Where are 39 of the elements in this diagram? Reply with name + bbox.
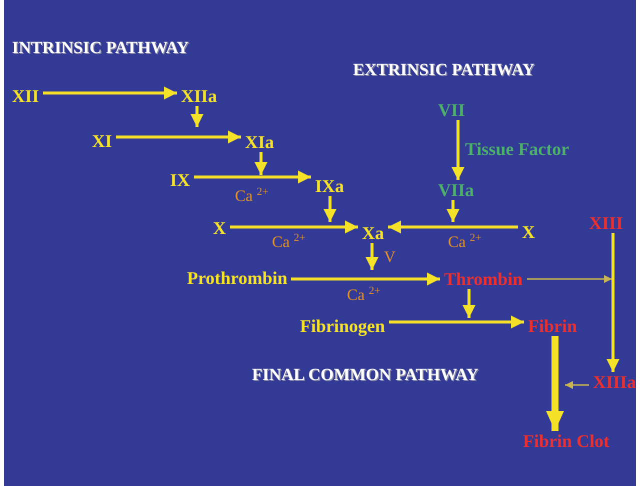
factor-label: XIII	[589, 214, 624, 232]
factor-label: Fibrinogen	[300, 317, 386, 335]
arrow	[606, 233, 620, 372]
factor-label: IX	[170, 171, 190, 189]
factor-label: XIa	[245, 133, 274, 151]
arrow	[324, 196, 336, 222]
arrow	[194, 170, 311, 184]
factor-label: XIIIa	[593, 373, 636, 391]
factor-label: Xa	[362, 224, 384, 242]
arrow	[190, 106, 204, 127]
arrow	[452, 120, 464, 180]
factor-label: Prothrombin	[187, 269, 288, 287]
arrow	[446, 200, 460, 222]
factor-label: X	[522, 223, 535, 241]
section-heading: EXTRINSIC PATHWAY	[353, 60, 535, 80]
factor-label: Fibrin	[528, 317, 578, 335]
factor-label: Fibrin Clot	[523, 432, 610, 450]
arrow	[462, 289, 476, 318]
arrow	[43, 86, 177, 100]
arrow	[230, 220, 358, 234]
arrow	[388, 220, 518, 234]
factor-label: IXa	[315, 177, 344, 195]
factor-label: VIIa	[438, 181, 474, 199]
factor-label: VII	[438, 101, 466, 119]
arrow	[389, 316, 524, 328]
factor-label: XIIa	[181, 87, 218, 105]
factor-label: XI	[92, 132, 112, 150]
arrow	[116, 130, 241, 144]
arrow	[527, 275, 612, 283]
arrow	[254, 152, 268, 175]
factor-label: X	[213, 219, 226, 237]
arrow	[546, 336, 564, 431]
arrow	[366, 243, 378, 270]
section-heading: FINAL COMMON PATHWAY	[252, 365, 478, 385]
arrow	[291, 272, 440, 286]
arrow	[565, 381, 589, 389]
factor-label: Thrombin	[444, 270, 523, 288]
factor-label: XII	[12, 87, 40, 105]
section-heading: INTRINSIC PATHWAY	[12, 38, 189, 58]
